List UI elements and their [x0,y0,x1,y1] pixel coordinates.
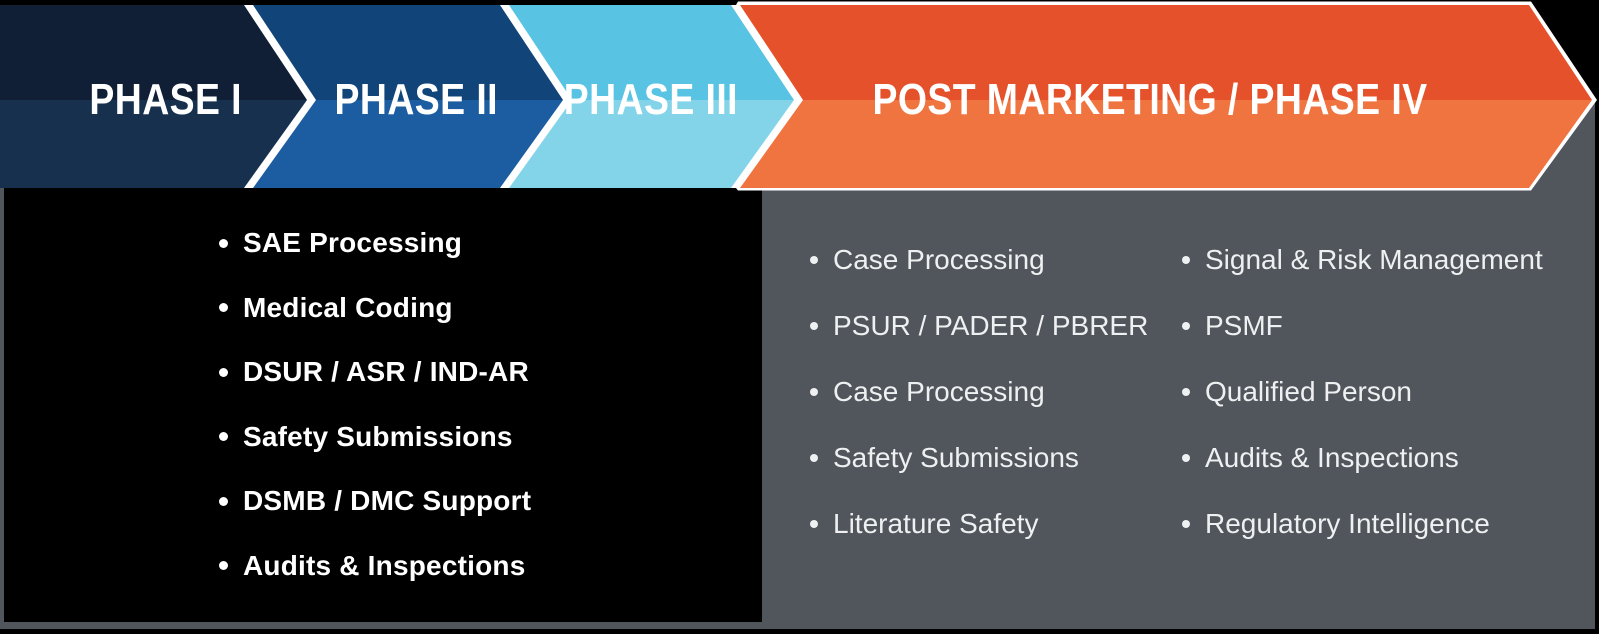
list-item: Literature Safety [810,491,1148,557]
bullet-icon [810,520,818,528]
list-item: PSUR / PADER / PBRER [810,293,1148,359]
list-item-label: Regulatory Intelligence [1205,508,1490,539]
bullet-icon [219,303,228,313]
phase-3-label: PHASE III [563,75,738,124]
bullet-icon [810,256,818,264]
phase-2-label: PHASE II [334,75,498,124]
post-marketing-services-column-2: Signal & Risk Management PSMF Qualified … [1182,227,1543,557]
list-item: Audits & Inspections [1182,425,1543,491]
list-item: Medical Coding [219,276,531,341]
list-item-label: DSMB / DMC Support [243,485,532,517]
list-item-label: PSUR / PADER / PBRER [833,310,1149,341]
list-item: Case Processing [810,359,1148,425]
list-item-label: Audits & Inspections [243,549,526,581]
clinical-panel [4,188,762,622]
clinical-services-list: SAE Processing Medical Coding DSUR / ASR… [219,211,531,598]
list-item-label: Safety Submissions [833,442,1079,473]
list-item: Safety Submissions [219,405,531,470]
list-item: Case Processing [810,227,1148,293]
bullet-icon [1182,520,1190,528]
list-item: Audits & Inspections [219,534,531,599]
list-item: DSUR / ASR / IND-AR [219,340,531,405]
bullet-icon [1182,388,1190,396]
list-item-label: SAE Processing [243,227,463,259]
list-item: Regulatory Intelligence [1182,491,1543,557]
bullet-icon [810,454,818,462]
list-item-label: Safety Submissions [243,420,513,452]
bullet-icon [219,432,228,442]
list-item-label: Case Processing [833,244,1045,275]
list-item: SAE Processing [219,211,531,276]
list-item: Signal & Risk Management [1182,227,1543,293]
bullet-icon [1182,256,1190,264]
bullet-icon [1182,454,1190,462]
list-item-label: DSUR / ASR / IND-AR [243,356,529,388]
list-item-label: Literature Safety [833,508,1039,539]
bullet-icon [219,496,228,506]
list-item-label: Medical Coding [243,291,453,323]
bullet-icon [810,388,818,396]
list-item-label: Case Processing [833,376,1045,407]
list-item: Qualified Person [1182,359,1543,425]
bullet-icon [219,561,228,571]
list-item: Safety Submissions [810,425,1148,491]
phase-4-label: POST MARKETING / PHASE IV [872,75,1428,124]
list-item: DSMB / DMC Support [219,469,531,534]
list-item: PSMF [1182,293,1543,359]
post-marketing-services-column-1: Case Processing PSUR / PADER / PBRER Cas… [810,227,1148,557]
list-item-label: PSMF [1205,310,1283,341]
list-item-label: Audits & Inspections [1205,442,1459,473]
bullet-icon [219,367,228,377]
bullet-icon [1182,322,1190,330]
list-item-label: Qualified Person [1205,376,1413,407]
list-item-label: Signal & Risk Management [1205,244,1543,275]
bullet-icon [810,322,818,330]
bullet-icon [219,238,228,248]
phase-1-label: PHASE I [89,75,242,124]
